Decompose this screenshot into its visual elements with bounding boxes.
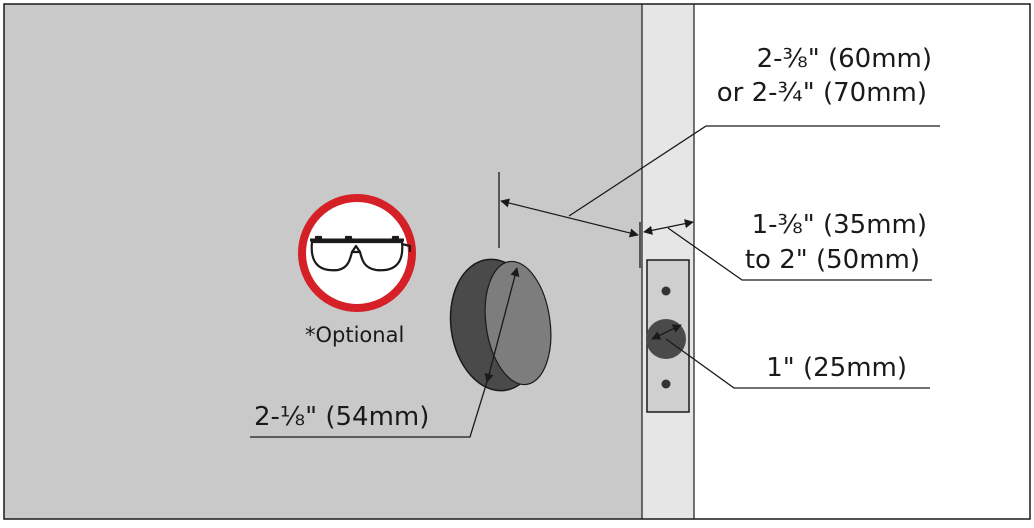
door-thickness-label-line1: 1-⅜" (35mm) [752, 210, 927, 240]
safety-glasses-badge [298, 194, 416, 312]
backset-label-line1: 2-⅜" (60mm) [757, 44, 932, 74]
face-bore-label: 2-⅛" (54mm) [254, 402, 429, 432]
optional-note: *Optional [305, 323, 404, 347]
backset-label-line2: or 2-¾" (70mm) [717, 78, 927, 108]
thickness-leader [667, 227, 932, 281]
backset-dimension [500, 198, 639, 238]
face-bore-dimension [484, 267, 520, 383]
faceplate-screw-top [661, 286, 671, 296]
thickness-dimension [643, 219, 694, 235]
door-thickness-label-line2: to 2" (50mm) [745, 245, 920, 275]
backset-leader [568, 125, 940, 217]
safety-glasses-icon [310, 235, 412, 272]
edge-bore-dimension [651, 324, 682, 340]
face-bore-leader [250, 371, 491, 438]
faceplate-screw-bottom [661, 379, 671, 389]
edge-bore-leader [665, 338, 930, 389]
edge-bore-label: 1" (25mm) [766, 353, 907, 383]
diagram-border [3, 3, 1031, 520]
